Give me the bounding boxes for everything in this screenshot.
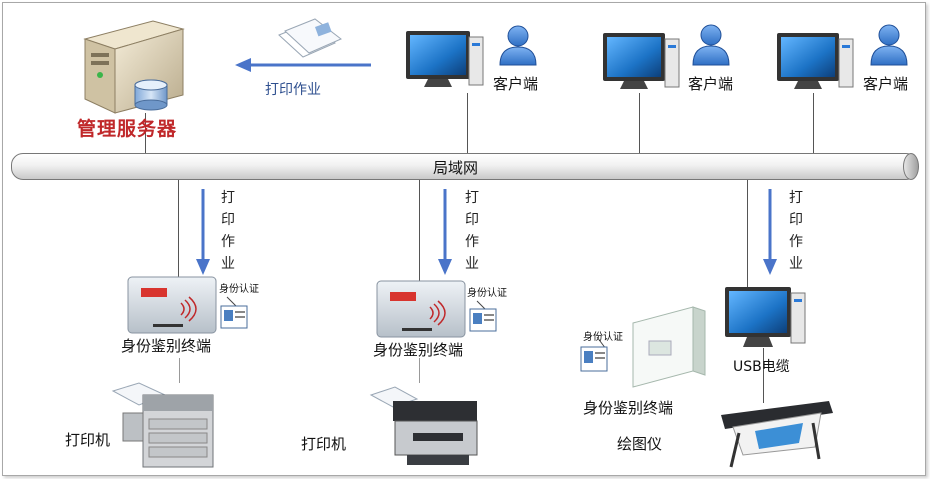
server-link xyxy=(145,113,146,153)
copier-printer-icon xyxy=(111,382,214,468)
diagram-graphics xyxy=(83,18,908,468)
id-badge-label: 身份认证 xyxy=(583,332,623,343)
print-job-arrow-down xyxy=(196,189,210,275)
print-job-label: 打印作业 xyxy=(265,82,321,98)
id-terminal-device xyxy=(376,280,466,338)
card-reader-icon xyxy=(632,306,706,388)
id-badge-label: 身份认证 xyxy=(467,288,507,299)
plotter-label: 绘图仪 xyxy=(617,435,663,453)
print-job-vertical-label: 打印作业 xyxy=(465,190,479,272)
client-label: 客户端 xyxy=(493,75,539,93)
printer2-link xyxy=(419,358,420,383)
usb-cable-label: USB电缆 xyxy=(733,359,790,375)
client-pc-icon xyxy=(603,33,680,89)
plotter-icon xyxy=(721,401,833,468)
id-terminal-device xyxy=(127,276,217,334)
lan-bus-end xyxy=(903,153,919,180)
plotter-pc-icon xyxy=(725,287,806,347)
lan-bus xyxy=(11,153,918,180)
client-user-icon xyxy=(499,25,537,66)
print-job-arrow-left xyxy=(235,58,371,72)
printer-label: 打印机 xyxy=(65,431,111,449)
printer-label: 打印机 xyxy=(301,435,347,453)
plotter-pc-link xyxy=(747,178,748,288)
id-card-icon xyxy=(220,296,248,329)
client-label: 客户端 xyxy=(863,75,909,93)
lan-label: 局域网 xyxy=(432,159,478,177)
terminal2-link xyxy=(419,178,420,283)
mfp-printer-icon xyxy=(369,386,478,465)
terminal-label: 身份鉴别终端 xyxy=(121,337,212,355)
print-job-vertical-label: 打印作业 xyxy=(789,190,803,272)
client-user-icon xyxy=(692,24,730,66)
client-pc-icon xyxy=(406,31,484,87)
client3-link xyxy=(813,93,814,153)
client-label: 客户端 xyxy=(688,75,734,93)
printer1-link xyxy=(179,358,180,383)
client1-link xyxy=(467,93,468,153)
client2-link xyxy=(639,93,640,153)
client-pc-icon xyxy=(777,33,854,89)
print-job-arrow-down xyxy=(438,189,452,275)
print-job-arrow-down xyxy=(763,189,777,275)
id-card-icon xyxy=(580,336,608,372)
terminal-label: 身份鉴别终端 xyxy=(373,341,464,359)
terminal-label: 身份鉴别终端 xyxy=(583,399,674,417)
terminal1-link xyxy=(178,178,179,278)
id-card-icon xyxy=(469,300,497,332)
print-document-icon xyxy=(278,18,342,58)
usb-cable-line xyxy=(763,348,764,403)
client-user-icon xyxy=(870,24,908,66)
server-icon xyxy=(83,20,185,114)
server-label: 管理服务器 xyxy=(77,118,178,140)
print-job-vertical-label: 打印作业 xyxy=(221,190,235,272)
id-badge-label: 身份认证 xyxy=(219,284,259,295)
